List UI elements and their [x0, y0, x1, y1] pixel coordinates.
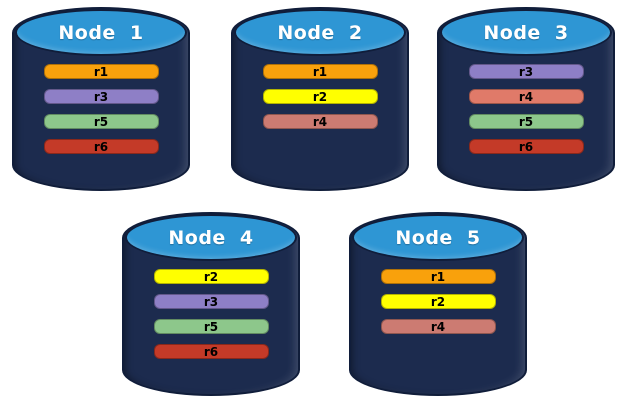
node-label: Node 2	[277, 21, 363, 44]
node-label: Node 5	[395, 226, 481, 249]
replica-bar: r3	[43, 89, 159, 104]
replica-bar: r4	[262, 114, 378, 129]
node-cylinder: Node 1 r1 r3 r5 r6	[12, 7, 190, 191]
node-label: Node 4	[168, 226, 254, 249]
replica-bar: r2	[262, 89, 378, 104]
replica-bar: r5	[43, 114, 159, 129]
replica-list: r1 r2 r4	[231, 64, 409, 129]
replica-bar: r6	[153, 344, 269, 359]
node-cylinder: Node 2 r1 r2 r4	[231, 7, 409, 191]
cylinder-top: Node 4	[125, 214, 297, 261]
replica-list: r1 r3 r5 r6	[12, 64, 190, 154]
replica-list: r1 r2 r4	[349, 269, 527, 334]
replica-bar: r4	[380, 319, 496, 334]
replica-bar: r6	[43, 139, 159, 154]
node-cylinder: Node 5 r1 r2 r4	[349, 212, 527, 396]
replica-bar: r1	[43, 64, 159, 79]
node-cylinder: Node 3 r3 r4 r5 r6	[437, 7, 615, 191]
replica-bar: r1	[262, 64, 378, 79]
replica-list: r3 r4 r5 r6	[437, 64, 615, 154]
cylinder-top: Node 3	[440, 9, 612, 56]
replica-bar: r3	[153, 294, 269, 309]
cylinder-top: Node 2	[234, 9, 406, 56]
cylinder-top: Node 5	[352, 214, 524, 261]
replica-bar: r5	[468, 114, 584, 129]
replica-bar: r5	[153, 319, 269, 334]
node-label: Node 1	[58, 21, 144, 44]
replica-bar: r2	[380, 294, 496, 309]
replica-bar: r1	[380, 269, 496, 284]
replica-bar: r4	[468, 89, 584, 104]
replica-bar: r3	[468, 64, 584, 79]
cylinder-top: Node 1	[15, 9, 187, 56]
replica-bar: r2	[153, 269, 269, 284]
replica-bar: r6	[468, 139, 584, 154]
node-label: Node 3	[483, 21, 569, 44]
replica-list: r2 r3 r5 r6	[122, 269, 300, 359]
node-cylinder: Node 4 r2 r3 r5 r6	[122, 212, 300, 396]
